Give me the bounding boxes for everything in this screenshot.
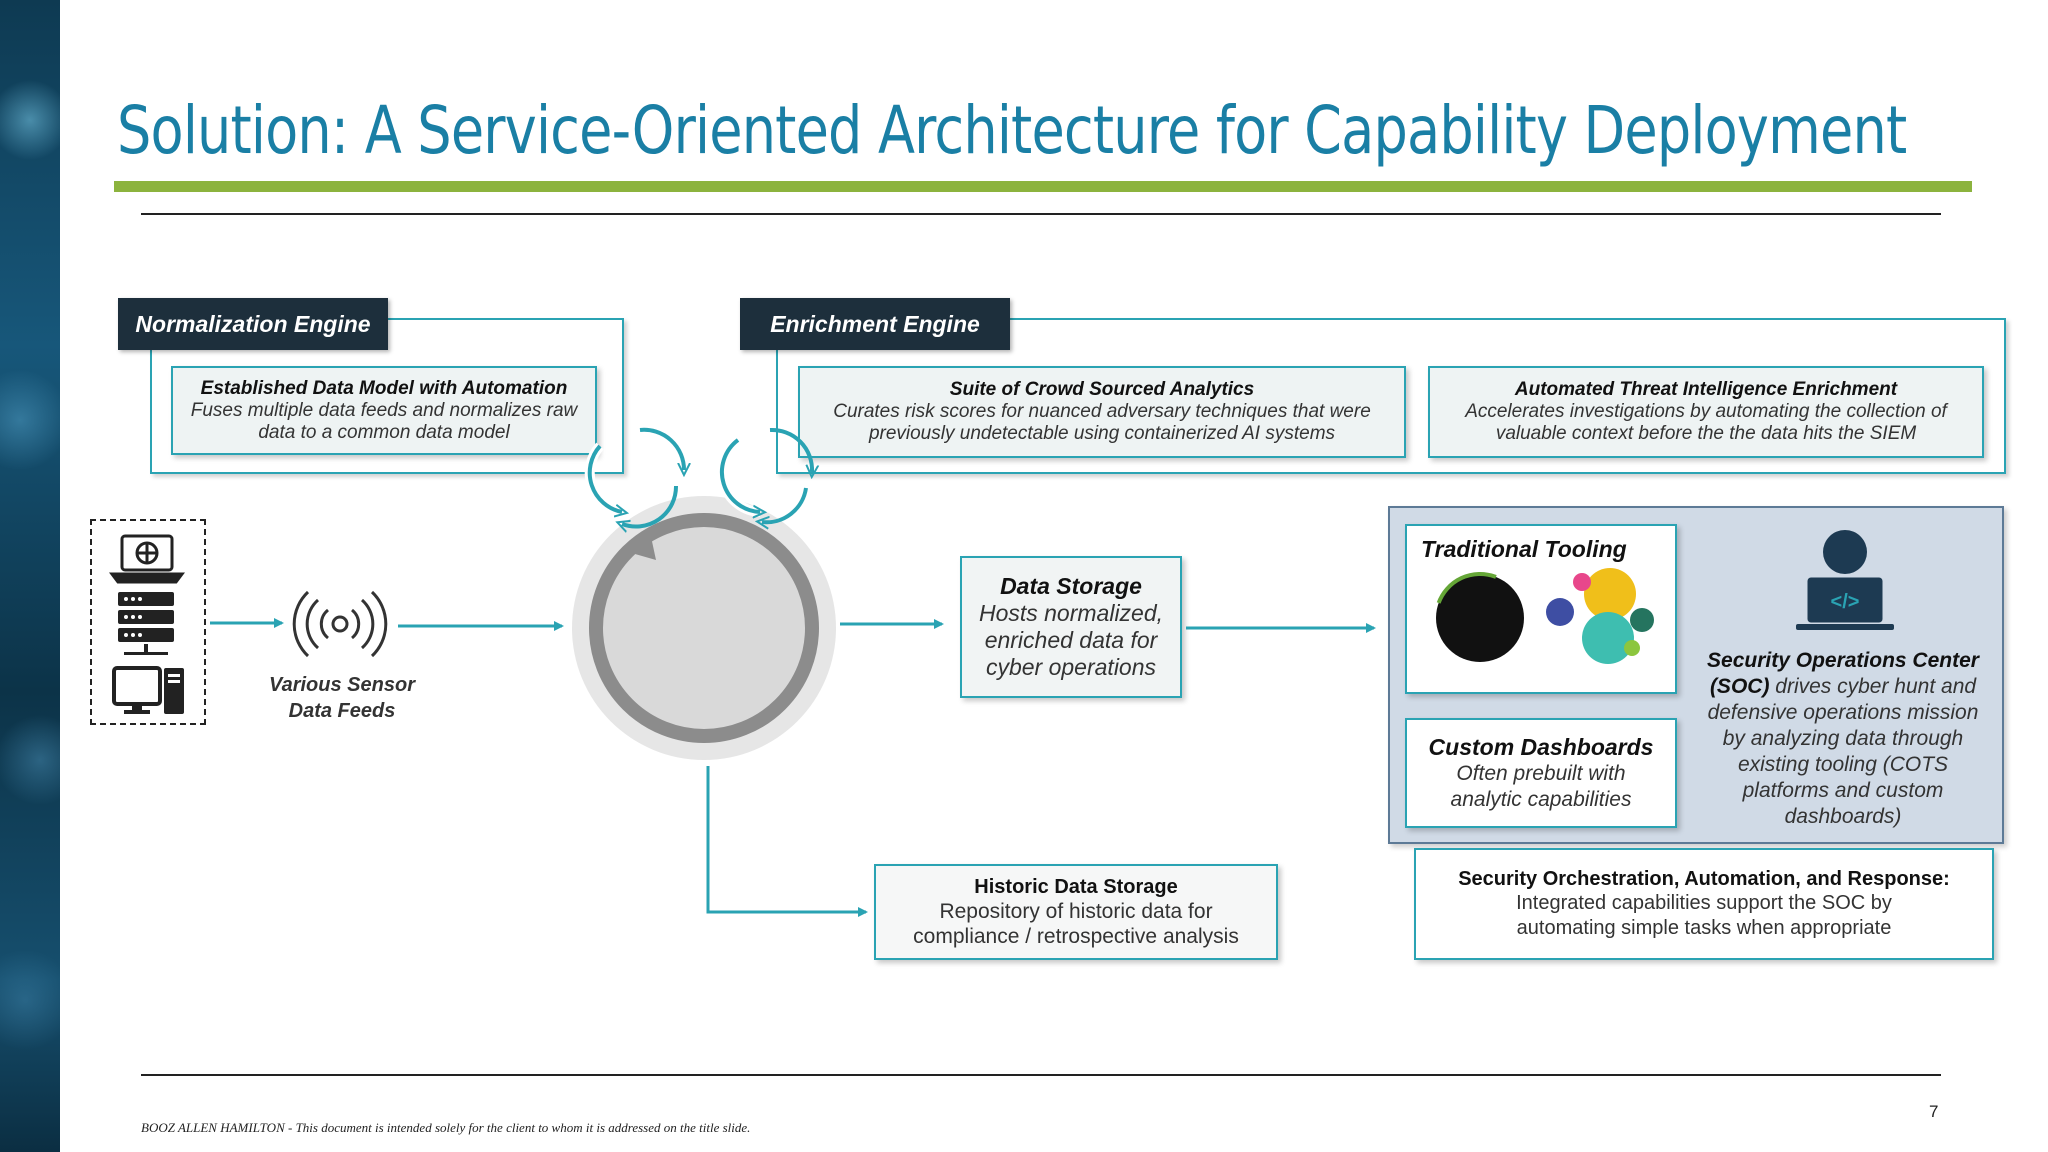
- custom-dashboards-title: Custom Dashboards: [1428, 733, 1654, 760]
- enrichment-engine-tag: Enrichment Engine: [740, 298, 1010, 350]
- top-rule: [141, 213, 1941, 215]
- data-storage-title: Data Storage: [1000, 573, 1142, 599]
- data-model-card: Established Data Model with Automation F…: [171, 366, 597, 455]
- page-title: Solution: A Service-Oriented Architectur…: [117, 92, 1907, 169]
- title-lead: Solution:: [117, 92, 349, 169]
- title-rest: A Service-Oriented Architecture for Capa…: [348, 92, 1907, 169]
- data-storage-body: Hosts normalized, enriched data for cybe…: [978, 600, 1164, 680]
- soc-description: Security Operations Center (SOC) drives …: [1694, 648, 1992, 830]
- custom-dashboards-card: Custom Dashboards Often prebuilt with an…: [1405, 718, 1677, 828]
- soar-card: Security Orchestration, Automation, and …: [1414, 848, 1994, 960]
- data-storage-card: Data Storage Hosts normalized, enriched …: [960, 556, 1182, 698]
- sensor-feeds-label: Various Sensor Data Feeds: [269, 674, 415, 722]
- threat-intel-card: Automated Threat Intelligence Enrichment…: [1428, 366, 1984, 458]
- splunk-logo-text: splunk>: [1443, 608, 1517, 629]
- sensor-broadcast-icon: [292, 590, 388, 658]
- crowd-analytics-card: Suite of Crowd Sourced Analytics Curates…: [798, 366, 1406, 458]
- data-model-title: Established Data Model with Automation: [200, 377, 568, 399]
- threat-intel-body: Accelerates investigations by automating…: [1465, 401, 1947, 444]
- sidebar-decoration: [0, 0, 60, 1152]
- page-number: 7: [1929, 1102, 1939, 1121]
- threat-intel-title: Automated Threat Intelligence Enrichment: [1514, 379, 1898, 400]
- data-model-body: Fuses multiple data feeds and normalizes…: [190, 399, 578, 443]
- crowd-analytics-body: Curates risk scores for nuanced adversar…: [833, 401, 1371, 444]
- soc-name: Security Operations Center (SOC): [1707, 649, 1979, 698]
- footer-disclaimer: BOOZ ALLEN HAMILTON - This document is i…: [141, 1120, 751, 1135]
- historic-storage-body: Repository of historic data for complian…: [913, 899, 1239, 948]
- soc-description-rest: drives cyber hunt and defensive operatio…: [1707, 675, 1979, 828]
- historic-storage-title: Historic Data Storage: [974, 875, 1178, 898]
- traditional-tooling-title: Traditional Tooling: [1421, 536, 1627, 562]
- normalization-engine-tag: Normalization Engine: [118, 298, 388, 350]
- data-broker-label: Data Broker: [638, 616, 770, 642]
- source-devices-group: [90, 519, 206, 725]
- title-underline: [114, 181, 1972, 192]
- bottom-rule: [141, 1074, 1941, 1076]
- soar-body: Integrated capabilities support the SOC …: [1516, 891, 1892, 939]
- custom-dashboards-body: Often prebuilt with analytic capabilitie…: [1450, 761, 1632, 811]
- crowd-analytics-title: Suite of Crowd Sourced Analytics: [949, 379, 1255, 400]
- soar-title: Security Orchestration, Automation, and …: [1458, 867, 1950, 890]
- historic-storage-card: Historic Data Storage Repository of hist…: [874, 864, 1278, 960]
